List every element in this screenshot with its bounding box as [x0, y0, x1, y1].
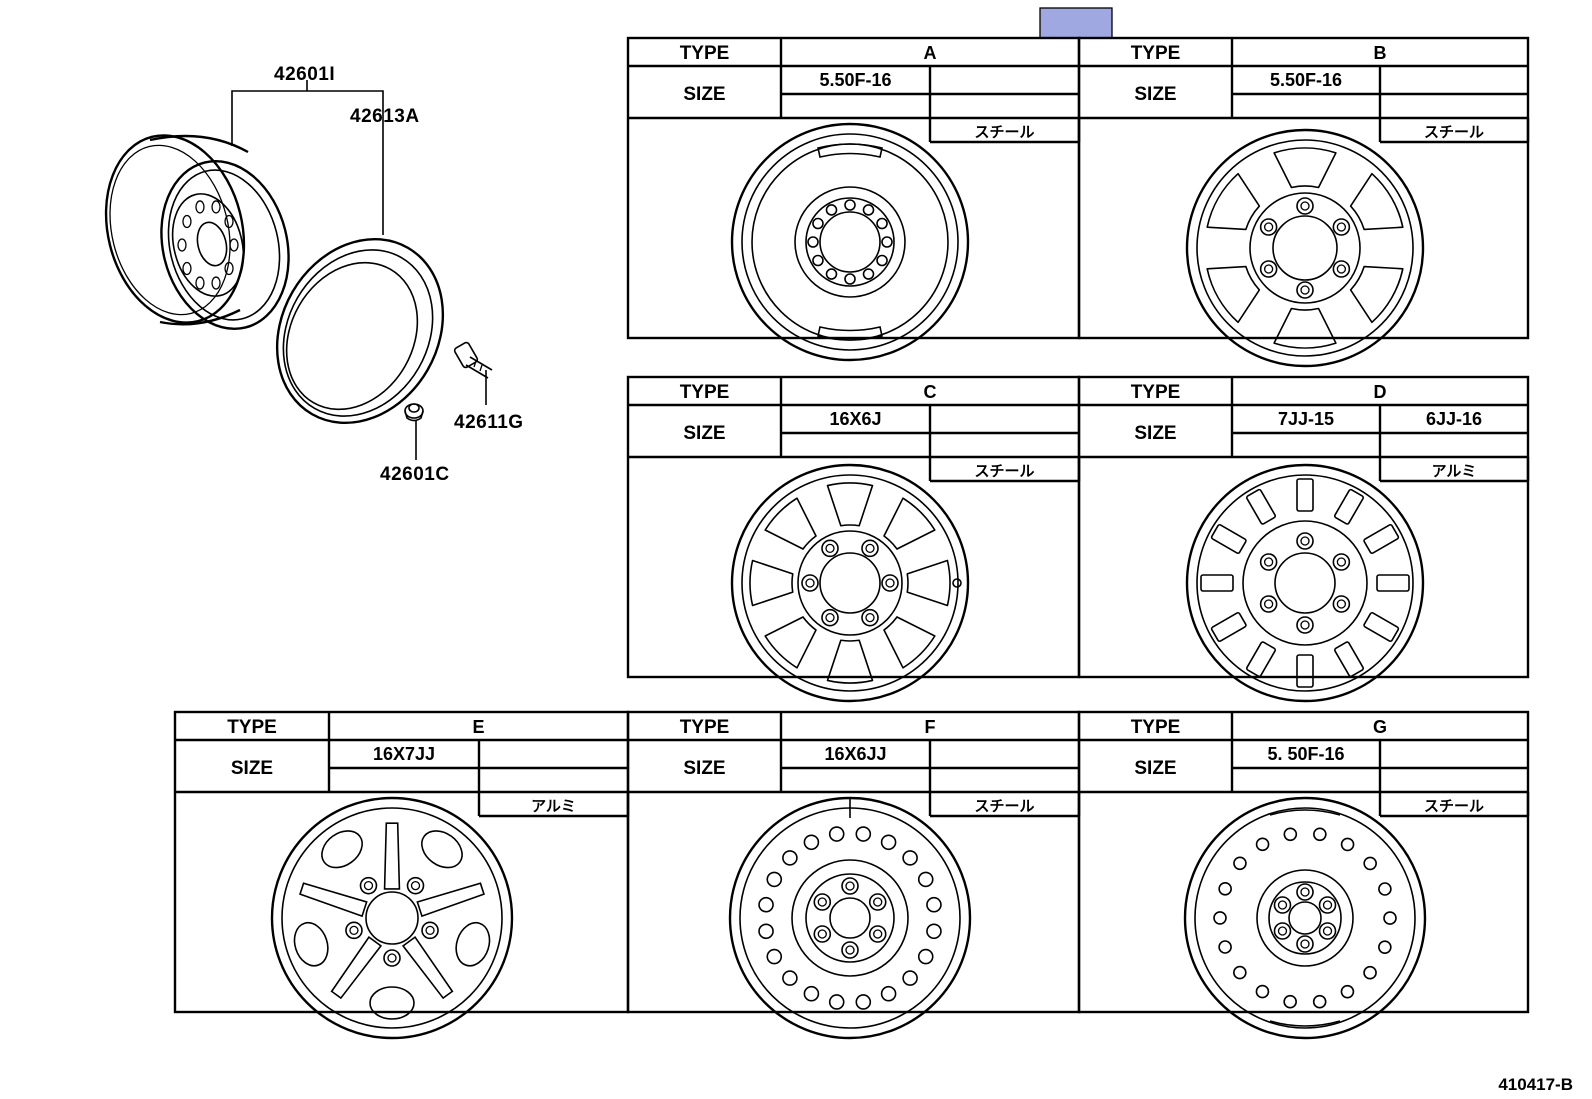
size-value-1: 16X6J	[829, 409, 881, 429]
material-label: アルミ	[531, 798, 576, 815]
part-number-42613A: 42613A	[350, 106, 420, 127]
wheel-drum-icon	[104, 134, 290, 331]
size-label: SIZE	[1134, 423, 1176, 444]
size-label: SIZE	[231, 758, 273, 779]
wheel-type-d-icon	[1185, 463, 1425, 703]
type-label: TYPE	[680, 382, 730, 403]
type-id: D	[1374, 382, 1387, 402]
wheel-type-g-icon	[1183, 796, 1427, 1040]
wheel-nut-icon	[404, 403, 424, 422]
size-label: SIZE	[1134, 84, 1176, 105]
type-id: F	[925, 717, 936, 737]
type-label: TYPE	[1131, 43, 1181, 64]
wheel-type-e-icon	[270, 796, 514, 1040]
type-id: B	[1374, 43, 1387, 63]
size-label: SIZE	[683, 84, 725, 105]
rim-ring-icon	[275, 237, 445, 425]
type-label: TYPE	[680, 717, 730, 738]
type-cell-g: TYPE SIZE G 5. 50F-16 スチール	[1077, 710, 1530, 1014]
material-label: スチール	[974, 798, 1034, 815]
size-value-1: 16X6JJ	[824, 744, 886, 764]
type-cell-a: TYPE SIZE A 5.50F-16 スチール	[626, 36, 1081, 340]
type-cell-c: TYPE SIZE C 16X6J スチール	[626, 375, 1081, 679]
size-value-2: 6JJ-16	[1426, 409, 1482, 429]
wheel-type-b-icon	[1185, 128, 1425, 368]
type-id: E	[472, 717, 484, 737]
hub-bolt-icon	[453, 341, 493, 379]
material-label: スチール	[974, 124, 1034, 141]
header-marker	[1039, 7, 1113, 39]
type-cell-b: TYPE SIZE B 5.50F-16 スチール	[1077, 36, 1530, 340]
type-id: G	[1373, 717, 1387, 737]
size-value-1: 7JJ-15	[1278, 409, 1334, 429]
size-label: SIZE	[683, 758, 725, 779]
size-value-1: 5. 50F-16	[1267, 744, 1344, 764]
part-number-42611G: 42611G	[454, 412, 524, 433]
size-label: SIZE	[1134, 758, 1176, 779]
exploded-wheel-view: 42601I 42613A 42611G 42601C	[104, 64, 524, 485]
size-label: SIZE	[683, 423, 725, 444]
material-label: スチール	[1424, 798, 1484, 815]
part-number-42601C: 42601C	[380, 464, 450, 485]
material-label: アルミ	[1432, 463, 1477, 480]
type-id: C	[924, 382, 937, 402]
wheel-type-table: TYPE SIZE A 5.50F-16 スチール TYPE SIZE B 5.50F-16 スチ…	[173, 36, 1530, 1014]
type-cell-d: TYPE SIZE D 7JJ-15 6JJ-16 アルミ	[1077, 375, 1530, 679]
wheel-type-c-icon	[730, 463, 970, 703]
wheel-type-a-icon	[730, 122, 970, 362]
size-value-1: 5.50F-16	[819, 70, 891, 90]
wheel-type-f-icon	[728, 796, 972, 1040]
type-cell-e: TYPE SIZE E 16X7JJ アルミ	[173, 710, 630, 1014]
type-label: TYPE	[227, 717, 277, 738]
type-id: A	[924, 43, 937, 63]
material-label: スチール	[1424, 124, 1484, 141]
size-value-1: 5.50F-16	[1270, 70, 1342, 90]
type-label: TYPE	[1131, 382, 1181, 403]
type-cell-f: TYPE SIZE F 16X6JJ スチール	[626, 710, 1081, 1014]
drum-holes	[177, 200, 239, 290]
size-value-1: 16X7JJ	[373, 744, 435, 764]
material-label: スチール	[974, 463, 1034, 480]
figure-code: 410417-B	[1498, 1075, 1573, 1094]
part-number-42601I: 42601I	[274, 64, 335, 85]
type-label: TYPE	[1131, 717, 1181, 738]
type-label: TYPE	[680, 43, 730, 64]
